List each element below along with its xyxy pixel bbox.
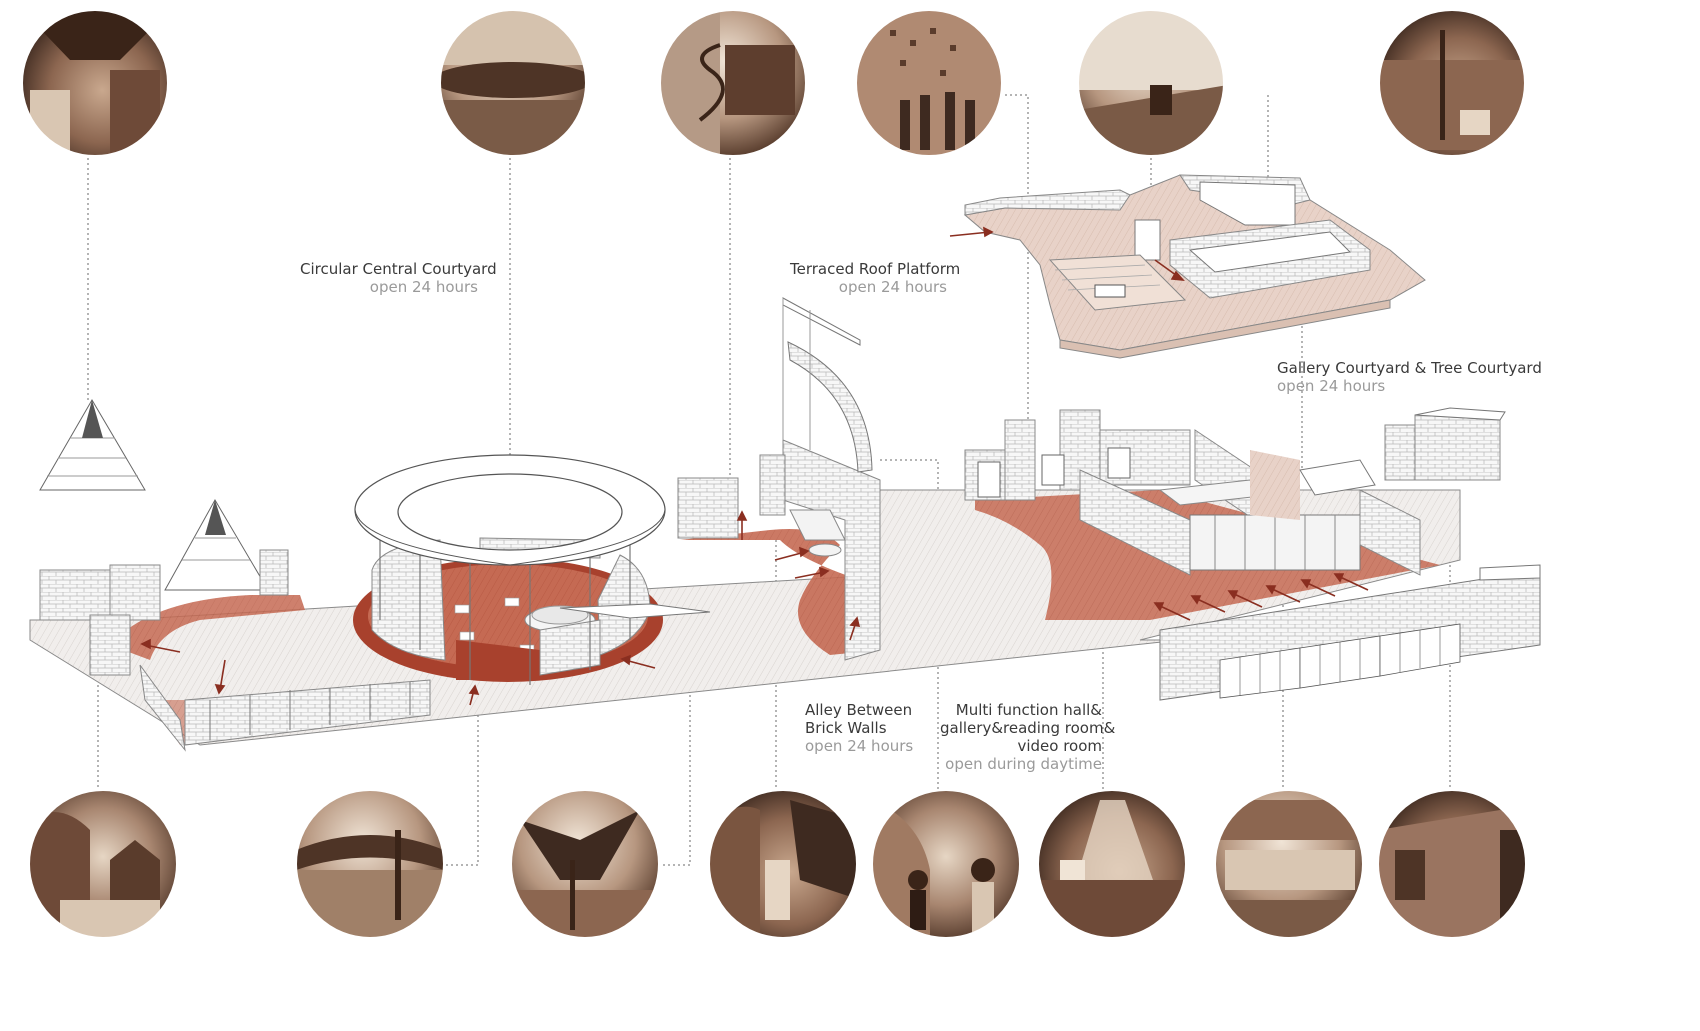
- curved-roof-photo: [440, 10, 586, 156]
- gallery-courtyard-label: Gallery Courtyard & Tree Courtyard open …: [1277, 359, 1542, 395]
- spiral-stair-photo: [660, 10, 806, 156]
- left-walls: [39, 549, 431, 752]
- terraced-roof-platform: [963, 174, 1426, 359]
- alley-walls-photo: [709, 790, 857, 938]
- tree-courtyard-photo: [1379, 10, 1525, 156]
- brick-wall-visitors-photo: [856, 10, 1002, 156]
- left-red-floor: [110, 595, 305, 660]
- terraced-roof-label: Terraced Roof Platform open 24 hours: [790, 260, 961, 296]
- alley-label: Alley Between Brick Walls open 24 hours: [805, 701, 914, 755]
- roof-path-photo: [1078, 10, 1224, 156]
- circular-courtyard-label: Circular Central Courtyard open 24 hours: [300, 260, 497, 296]
- alley-red-floor: [680, 529, 880, 655]
- brick-courtyard-photo: [29, 790, 177, 938]
- children-alley-photo: [872, 790, 1020, 938]
- left-pyramids: [39, 399, 269, 591]
- multi-function-hall-label: Multi function hall& gallery&reading roo…: [940, 701, 1116, 773]
- top-photos: [21, 9, 1526, 157]
- circulation-arrows: [140, 226, 1369, 706]
- hall-block: [964, 407, 1541, 701]
- alley-walls: [677, 297, 881, 661]
- bottom-photos: [28, 789, 1527, 939]
